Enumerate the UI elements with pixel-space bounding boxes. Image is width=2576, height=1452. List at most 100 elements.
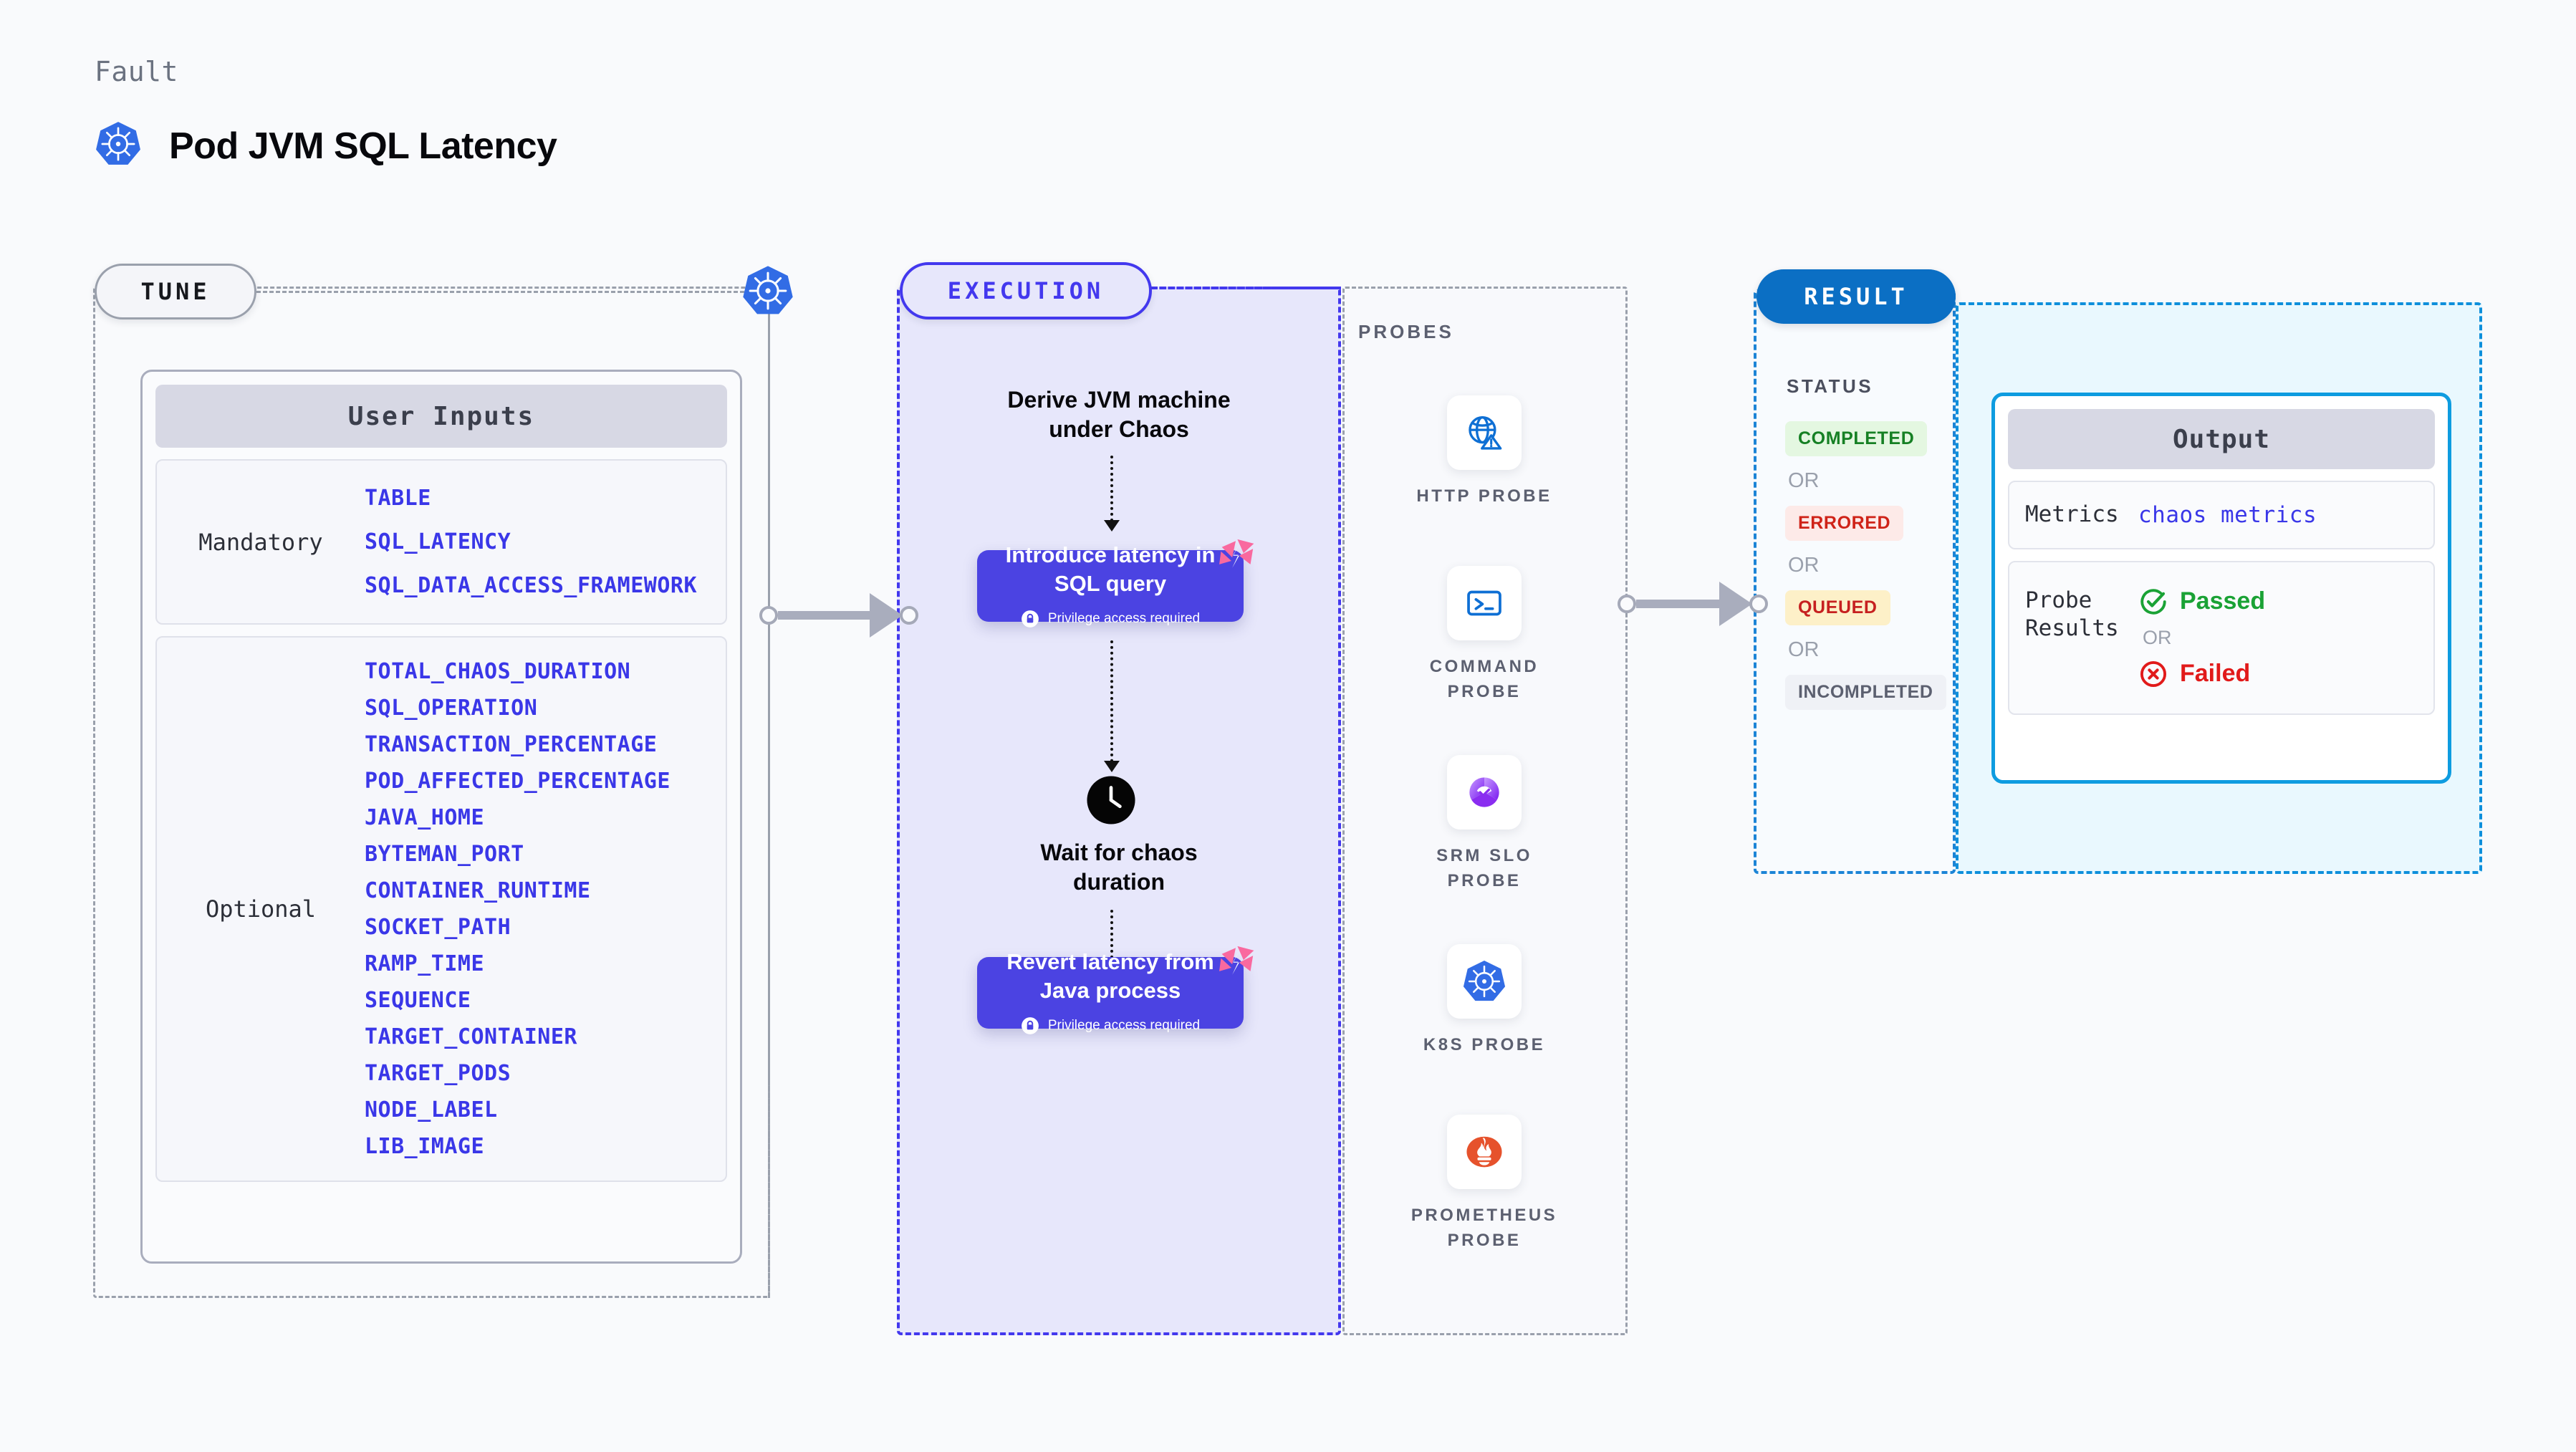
input-param[interactable]: TOTAL_CHAOS_DURATION bbox=[365, 659, 631, 684]
execution-step-text: Wait for chaos duration bbox=[1040, 840, 1198, 895]
user-inputs-header: User Inputs bbox=[155, 385, 727, 448]
input-param[interactable]: SOCKET_PATH bbox=[365, 915, 511, 940]
input-param[interactable]: TRANSACTION_PERCENTAGE bbox=[365, 732, 658, 757]
connector-dot-start bbox=[759, 606, 778, 625]
probe-results-row: Probe Results Passed OR bbox=[2008, 560, 2435, 715]
connector-dot-end bbox=[1749, 595, 1768, 613]
execution-step-box[interactable]: Introduce latency in SQL query Privilege… bbox=[977, 539, 1254, 628]
flow-dotline bbox=[1110, 910, 1113, 976]
input-param[interactable]: POD_AFFECTED_PERCENTAGE bbox=[365, 769, 671, 794]
connector-arrowhead bbox=[870, 593, 903, 638]
fault-kicker: Fault bbox=[95, 56, 178, 87]
connector-dot-start bbox=[1618, 595, 1636, 613]
metrics-row: Metrics chaos metrics bbox=[2008, 481, 2435, 549]
probe-failed: Failed bbox=[2138, 659, 2265, 689]
probe-label: PROMETHEUS PROBE bbox=[1410, 1206, 1558, 1250]
input-param[interactable]: CONTAINER_RUNTIME bbox=[365, 878, 591, 903]
mandatory-label: Mandatory bbox=[198, 528, 323, 556]
tune-pill[interactable]: TUNE bbox=[95, 264, 256, 319]
result-status-panel bbox=[1754, 289, 1956, 874]
page-title: Pod JVM SQL Latency bbox=[95, 120, 557, 171]
status-badge: COMPLETED bbox=[1785, 421, 1928, 456]
output-header: Output bbox=[2008, 409, 2435, 469]
execution-step-box[interactable]: Revert latency from Java process Privile… bbox=[977, 946, 1254, 1034]
status-label: STATUS bbox=[1787, 375, 1874, 397]
probe-item[interactable]: K8S PROBE bbox=[1391, 944, 1577, 1058]
probe-label: SRM SLO PROBE bbox=[1436, 846, 1532, 890]
probe-label: K8S PROBE bbox=[1423, 1035, 1546, 1054]
harness-chaos-icon bbox=[1215, 943, 1256, 988]
x-circle-icon bbox=[2138, 659, 2168, 689]
execution-top-edge bbox=[1152, 287, 1341, 289]
optional-label: Optional bbox=[205, 895, 317, 923]
tune-boundary-line bbox=[256, 291, 751, 293]
input-param[interactable]: BYTEMAN_PORT bbox=[365, 842, 524, 867]
input-param[interactable]: RAMP_TIME bbox=[365, 951, 485, 976]
metrics-key: Metrics bbox=[2025, 501, 2119, 527]
result-pill[interactable]: RESULT bbox=[1756, 269, 1956, 324]
input-param[interactable]: NODE_LABEL bbox=[365, 1097, 498, 1122]
execution-pill[interactable]: EXECUTION bbox=[900, 262, 1152, 319]
input-param[interactable]: SQL_OPERATION bbox=[365, 696, 538, 721]
execution-step-title: Revert latency from Java process bbox=[1006, 949, 1214, 1003]
kubernetes-icon bbox=[1447, 944, 1522, 1019]
probe-passed: Passed bbox=[2138, 587, 2265, 617]
input-param[interactable]: TARGET_PODS bbox=[365, 1061, 511, 1086]
input-param[interactable]: SQL_LATENCY bbox=[365, 529, 511, 554]
lock-icon bbox=[1021, 610, 1039, 628]
tune-to-execution-connector bbox=[759, 593, 918, 638]
input-param[interactable]: TABLE bbox=[365, 486, 431, 511]
status-badge: QUEUED bbox=[1785, 590, 1890, 625]
input-param[interactable]: SEQUENCE bbox=[365, 988, 471, 1013]
optional-items: TOTAL_CHAOS_DURATION SQL_OPERATION TRANS… bbox=[365, 653, 671, 1165]
input-param[interactable]: TARGET_CONTAINER bbox=[365, 1024, 577, 1049]
privilege-note: Privilege access required bbox=[1021, 1016, 1200, 1035]
privilege-text: Privilege access required bbox=[1047, 610, 1201, 626]
probe-or: OR bbox=[2143, 626, 2172, 648]
user-inputs-card: User Inputs Mandatory TABLE SQL_LATENCY … bbox=[140, 370, 742, 1264]
lock-icon bbox=[1021, 1016, 1039, 1035]
globe-warning-icon bbox=[1447, 395, 1522, 470]
privilege-note: Privilege access required bbox=[1021, 610, 1200, 628]
failed-label: Failed bbox=[2180, 660, 2251, 688]
status-or: OR bbox=[1788, 469, 1820, 492]
terminal-icon bbox=[1447, 566, 1522, 640]
mandatory-inputs-group: Mandatory TABLE SQL_LATENCY SQL_DATA_ACC… bbox=[155, 459, 727, 625]
probe-label: HTTP PROBE bbox=[1416, 486, 1552, 506]
privilege-text: Privilege access required bbox=[1047, 1017, 1201, 1033]
status-list: COMPLETED OR ERRORED OR QUEUED OR INCOMP… bbox=[1785, 421, 1946, 710]
flow-dotline bbox=[1110, 640, 1113, 762]
input-param[interactable]: SQL_DATA_ACCESS_FRAMEWORK bbox=[365, 573, 698, 598]
connector-arrowhead bbox=[1719, 582, 1752, 626]
check-circle-icon bbox=[2138, 587, 2168, 617]
optional-inputs-group: Optional TOTAL_CHAOS_DURATION SQL_OPERAT… bbox=[155, 636, 727, 1182]
flow-arrowhead bbox=[1104, 520, 1120, 532]
input-param[interactable]: LIB_IMAGE bbox=[365, 1134, 485, 1159]
execution-step-text: Derive JVM machine under Chaos bbox=[1007, 387, 1231, 442]
srm-slo-icon bbox=[1447, 755, 1522, 830]
execution-to-result-connector bbox=[1618, 582, 1768, 626]
probe-item[interactable]: HTTP PROBE bbox=[1391, 395, 1577, 509]
probe-results-key: Probe Results bbox=[2025, 587, 2119, 642]
flow-arrowhead bbox=[1104, 761, 1120, 772]
probe-item[interactable]: COMMAND PROBE bbox=[1391, 566, 1577, 705]
input-param[interactable]: JAVA_HOME bbox=[365, 805, 485, 830]
prometheus-icon bbox=[1447, 1115, 1522, 1189]
probe-label: COMMAND PROBE bbox=[1429, 657, 1539, 701]
probe-item[interactable]: PROMETHEUS PROBE bbox=[1391, 1115, 1577, 1254]
connector-bar bbox=[778, 611, 871, 620]
probes-label: PROBES bbox=[1358, 321, 1454, 342]
tune-boundary-vline bbox=[768, 315, 770, 1298]
status-or: OR bbox=[1788, 554, 1820, 577]
status-badge: ERRORED bbox=[1785, 506, 1904, 541]
kubernetes-boundary-icon bbox=[741, 264, 794, 321]
clock-icon bbox=[1086, 775, 1136, 829]
execution-step-title: Introduce latency in SQL query bbox=[1005, 542, 1216, 596]
mandatory-items: TABLE SQL_LATENCY SQL_DATA_ACCESS_FRAMEW… bbox=[365, 476, 697, 607]
flow-dotline bbox=[1110, 456, 1113, 521]
status-badge: INCOMPLETED bbox=[1785, 675, 1946, 710]
metrics-value[interactable]: chaos metrics bbox=[2138, 501, 2317, 528]
probe-item[interactable]: SRM SLO PROBE bbox=[1391, 755, 1577, 894]
connector-dot-end bbox=[900, 606, 918, 625]
